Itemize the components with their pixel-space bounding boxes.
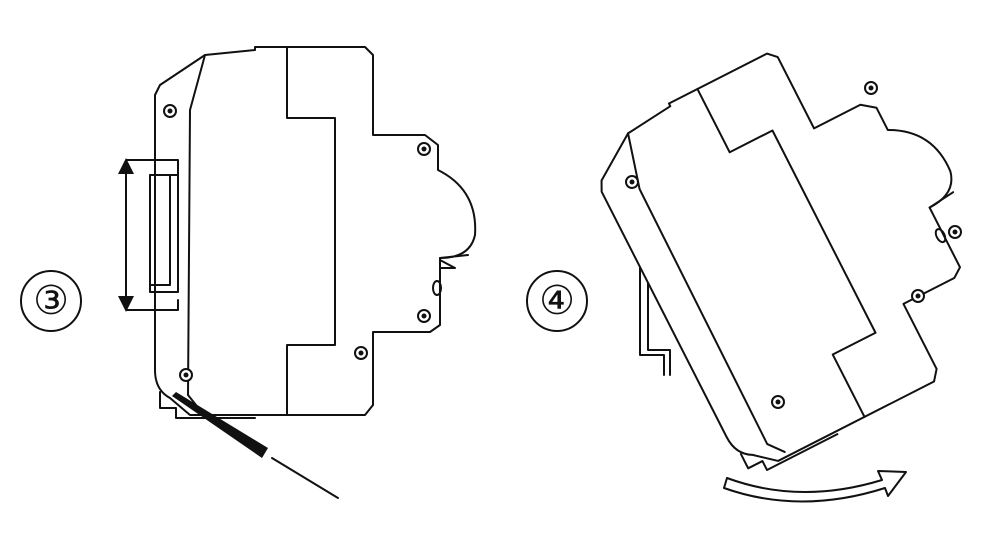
- breaker-handle-block: [696, 88, 877, 418]
- breaker-handle-block: [286, 46, 336, 416]
- breaker-terminal-step: [439, 254, 469, 269]
- breaker-step-4: [600, 52, 962, 503]
- double-arrow-icon: [118, 158, 134, 312]
- screw-icon: [864, 81, 878, 95]
- screw-icon: [948, 225, 962, 239]
- lower-clip: [126, 299, 256, 419]
- breaker-body-outline: [154, 46, 477, 416]
- breaker-front-face: [627, 132, 786, 453]
- screw-icon: [771, 395, 785, 409]
- screw-icon: [911, 289, 925, 303]
- screw-icon: [417, 142, 431, 156]
- lower-clip: [739, 433, 839, 471]
- screw-icon: [354, 346, 368, 360]
- screw-icon: [625, 175, 639, 189]
- rotate-arrow-icon: [723, 470, 907, 503]
- breaker-terminal-step: [928, 191, 955, 209]
- screw-icon: [163, 104, 177, 118]
- step-4-label: ④: [526, 270, 588, 332]
- breaker-front-face: [187, 54, 206, 411]
- screwdriver-icon: [172, 392, 339, 499]
- step-3-label: ③: [20, 270, 82, 332]
- breaker-slot: [934, 228, 947, 244]
- screw-icon: [417, 309, 431, 323]
- screw-icon: [179, 368, 193, 382]
- breaker-body-outline: [600, 52, 961, 462]
- din-clip-recess-inner: [149, 174, 171, 286]
- breaker-slot: [432, 280, 442, 296]
- breaker-step-3: [118, 46, 477, 499]
